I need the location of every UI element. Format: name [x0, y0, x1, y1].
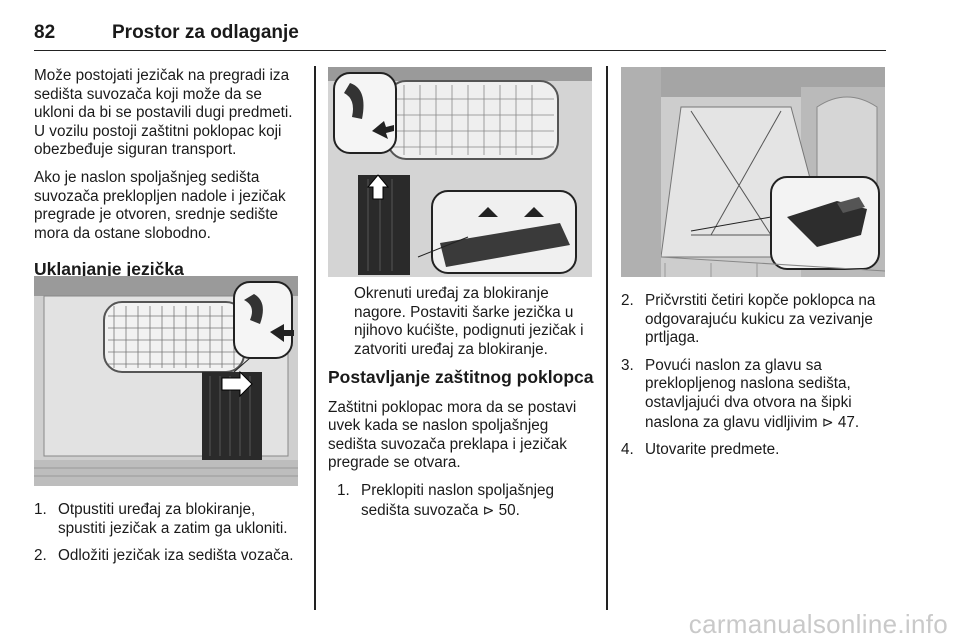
step-text: Utovarite predmete.	[645, 441, 780, 459]
steps-cover: 2. Pričvrstiti četiri kopče poklopca na o…	[621, 292, 889, 469]
step-text: Povući naslon za glavu sa preklopljenog …	[645, 356, 852, 431]
list-item: 2. Odložiti jezičak iza sedišta vozača.	[34, 547, 304, 566]
list-item: 4. Utovarite predmete.	[621, 441, 889, 460]
page-reference: 47.	[837, 413, 860, 431]
warning-paragraph: Ako je naslon spoljašnjeg sedišta suvoza…	[34, 168, 286, 242]
figure-partition-flap-removal	[34, 276, 298, 486]
page-reference: 50.	[498, 501, 520, 519]
step-number: 4.	[621, 441, 634, 459]
step-number: 1.	[337, 481, 350, 499]
cargo-area-illustration	[34, 276, 298, 486]
section-heading-cover: Postavljanje zaštitnog poklopca	[328, 367, 594, 387]
step-text: Otpustiti uređaj za blokiranje, spustiti…	[58, 501, 288, 537]
locking-device-illustration	[328, 67, 592, 277]
page-number: 82	[34, 22, 56, 43]
column-2-text: Postavljanje zaštitnog poklopca Zaštitni…	[328, 351, 598, 529]
step-number: 2.	[621, 292, 634, 309]
figure-caption: Okrenuti uređaj za blokiranje nagore. Po…	[354, 285, 584, 358]
cover-paragraph: Zaštitni poklopac mora da se postavi uve…	[328, 398, 577, 472]
cover-hooks-illustration	[621, 67, 885, 277]
column-divider-2	[606, 66, 608, 610]
step-number: 2.	[34, 547, 47, 565]
step-text: Pričvrstiti četiri kopče poklopca na odg…	[645, 292, 876, 347]
list-item: 2. Pričvrstiti četiri kopče poklopca na o…	[621, 292, 889, 348]
watermark: carmanualsonline.info	[688, 609, 948, 639]
step-number: 3.	[621, 356, 634, 374]
figure-locking-device	[328, 67, 592, 277]
column-1: Može postojati jezičak na pregradi iza s…	[34, 67, 304, 291]
step-number: 1.	[34, 501, 47, 518]
figure-cover-hooks	[621, 67, 885, 277]
step-text: Preklopiti naslon spoljašnjeg sedišta su…	[361, 481, 555, 519]
page-reference-icon: ⊳	[482, 501, 495, 518]
section-heading-removal: Uklanjanje jezička	[34, 259, 184, 280]
list-item: 3. Povući naslon za glavu sa preklopljeno…	[621, 357, 889, 432]
page-reference-icon: ⊳	[821, 413, 834, 430]
steps-removal: 1. Otpustiti uređaj za blokiranje, spusti…	[34, 501, 304, 575]
column-divider-1	[314, 66, 316, 610]
step-text: Odložiti jezičak iza sedišta vozača.	[58, 547, 294, 565]
page-header: 82 Prostor za odlaganje	[34, 0, 886, 51]
list-item: 1. Preklopiti naslon spoljašnjeg sedišta …	[337, 482, 598, 520]
intro-paragraph: Može postojati jezičak na pregradi iza s…	[34, 67, 293, 159]
page-title: Prostor za odlaganje	[112, 22, 299, 43]
list-item: 1. Otpustiti uređaj za blokiranje, spusti…	[34, 501, 304, 538]
